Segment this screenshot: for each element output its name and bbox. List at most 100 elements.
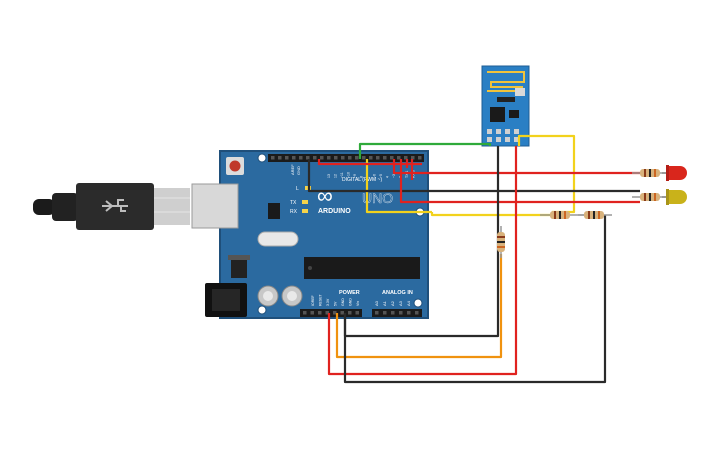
usb-cable[interactable] [33, 183, 190, 230]
esp-pin[interactable] [496, 137, 501, 142]
digital-header [268, 154, 424, 162]
digital-pin-hole[interactable] [292, 156, 296, 160]
digital-pin-hole[interactable] [397, 156, 401, 160]
reset-button-cap[interactable] [229, 160, 241, 172]
esp-pin[interactable] [496, 129, 501, 134]
rx-label: RX [290, 209, 298, 215]
power-pin-hole[interactable] [310, 311, 315, 315]
digital-pin-hole[interactable] [404, 156, 408, 160]
power-pin-label: 3.3V [326, 298, 330, 306]
digital-pin-hole[interactable] [285, 156, 289, 160]
digital-pin-hole[interactable] [418, 156, 422, 160]
digital-pin-label: ~9 [353, 174, 357, 178]
digital-pin-label: ~6 [373, 174, 377, 178]
analog-pin-hole[interactable] [375, 311, 379, 315]
power-pin-hole[interactable] [340, 311, 345, 315]
voltage-regulator [231, 258, 247, 278]
usb-icon [102, 199, 128, 212]
digital-pin-hole[interactable] [334, 156, 338, 160]
digital-label: DIGITAL (PWM ~) [342, 177, 382, 183]
tx-label: TX [290, 200, 297, 206]
power-pin-label: GND [349, 298, 353, 306]
digital-pin-hole[interactable] [411, 156, 415, 160]
analog-pin-label: A0 [374, 300, 379, 306]
esp-pin[interactable] [487, 137, 492, 142]
esp-pin[interactable] [487, 129, 492, 134]
led-red-body [668, 166, 687, 180]
digital-pin-label: ~11 [340, 172, 344, 178]
digital-pin-hole[interactable] [383, 156, 387, 160]
digital-pin-hole[interactable] [390, 156, 394, 160]
led-red[interactable] [662, 165, 687, 181]
usb-b-port [191, 183, 239, 229]
led-yellow-body [668, 190, 687, 204]
esp-pin[interactable] [514, 137, 519, 142]
esp-pin[interactable] [514, 129, 519, 134]
analog-pin-label: A5 [414, 300, 419, 306]
digital-pin-hole[interactable] [306, 156, 310, 160]
esp-pin[interactable] [505, 129, 510, 134]
power-pin-label: RESET [319, 293, 323, 306]
digital-pin-hole[interactable] [369, 156, 373, 160]
analog-pin-hole[interactable] [407, 311, 411, 315]
esp8266-icon[interactable] [481, 65, 530, 147]
wire-green-esp[interactable] [358, 142, 492, 159]
digital-pin-label: 4 [386, 176, 390, 178]
wire-black-gnd[interactable] [307, 159, 640, 193]
wire-orange-5v[interactable] [335, 254, 503, 359]
digital-pin-label: 12 [334, 174, 338, 178]
digital-pin-label: ~3 [392, 174, 396, 178]
analog-pin-hole[interactable] [399, 311, 403, 315]
esp-pin[interactable] [505, 137, 510, 142]
digital-pin-hole[interactable] [341, 156, 345, 160]
wire-red-esp-vcc[interactable] [327, 146, 518, 376]
power-pin-label: Vin [356, 301, 360, 306]
digital-pin-label: 13 [327, 174, 331, 178]
analog-pin-label: A4 [406, 300, 411, 306]
digital-pin-hole[interactable] [362, 156, 366, 160]
digital-pin-label: 8 [360, 176, 364, 178]
digital-pin-hole[interactable] [327, 156, 331, 160]
rx-led [302, 209, 308, 213]
resistor-vertical[interactable] [497, 226, 505, 258]
power-pin-label: 5V [334, 301, 338, 306]
digital-pin-hole[interactable] [376, 156, 380, 160]
arduino-model: UNO [362, 190, 393, 206]
analog-pin-hole[interactable] [415, 311, 419, 315]
power-pin-hole[interactable] [318, 311, 322, 315]
l-label: L [296, 186, 299, 192]
digital-pin-hole[interactable] [348, 156, 352, 160]
digital-pin-hole[interactable] [299, 156, 303, 160]
power-header [300, 309, 362, 317]
power-pin-hole[interactable] [325, 311, 330, 315]
usb-cable-strain-relief [52, 193, 78, 221]
power-pin-hole[interactable] [355, 311, 360, 315]
power-pin-hole[interactable] [348, 311, 352, 315]
digital-pin-hole[interactable] [271, 156, 275, 160]
aref-label: AREF [290, 164, 295, 175]
wire-red-pin12[interactable] [317, 159, 422, 166]
digital-pin-hole[interactable] [355, 156, 359, 160]
digital-pin-hole[interactable] [320, 156, 324, 160]
analog-pin-hole[interactable] [391, 311, 395, 315]
resistor-divider-2[interactable] [578, 211, 612, 219]
wire-red-bottom[interactable] [405, 159, 414, 180]
led-yellow[interactable] [662, 189, 687, 205]
wire-black-right[interactable] [343, 215, 607, 384]
tx-led [302, 200, 308, 204]
power-pin-hole[interactable] [333, 311, 337, 315]
power-pin-label: GND [341, 298, 345, 306]
analog-pin-hole[interactable] [383, 311, 387, 315]
digital-pin-hole[interactable] [313, 156, 317, 160]
power-label: POWER [339, 290, 360, 296]
analog-header [372, 309, 422, 317]
wire-red-2[interactable] [399, 159, 640, 204]
digital-pin-hole[interactable] [278, 156, 282, 160]
resistors [497, 169, 668, 258]
resistor-divider-1[interactable] [540, 211, 585, 219]
arduino-brand: ARDUINO [318, 208, 351, 215]
power-pin-hole[interactable] [303, 311, 307, 315]
digital-pin-label: ~10 [347, 172, 351, 178]
